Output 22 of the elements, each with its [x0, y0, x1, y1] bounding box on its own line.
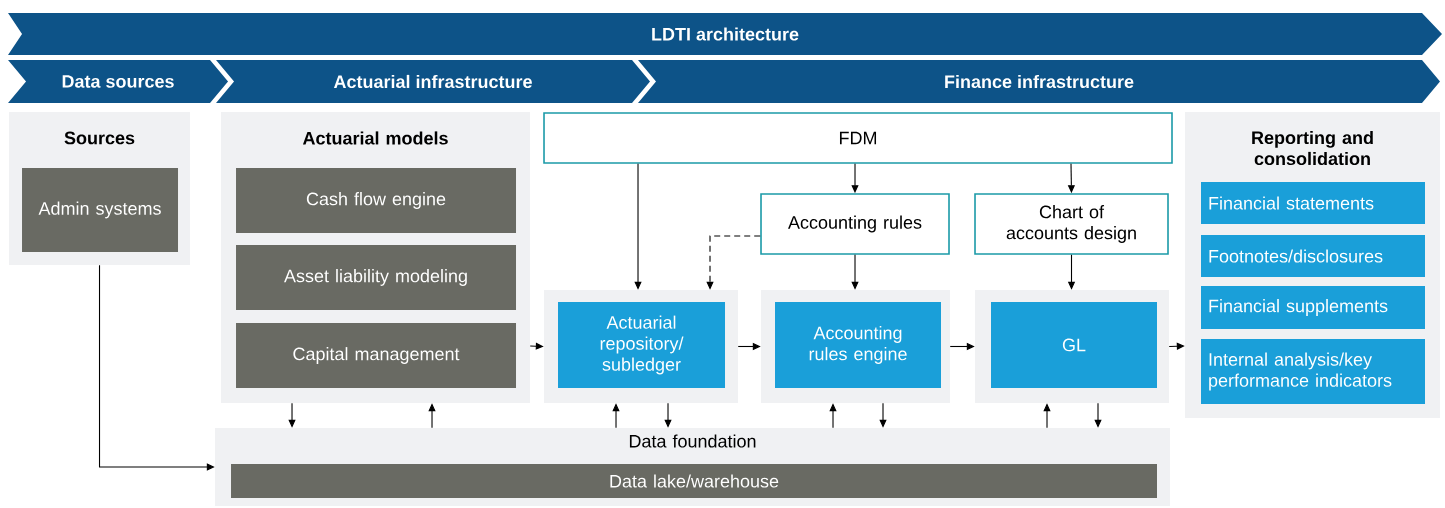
report-box: Financial statements: [1201, 182, 1425, 224]
node-label: Finance infrastructure: [945, 74, 1134, 89]
report-box: Internal analysis/key performance indicators: [1201, 339, 1425, 404]
component-box: Asset liability modeling: [236, 245, 516, 310]
component-box: Capital management: [236, 323, 516, 388]
component-box: Accounting rules engine: [775, 302, 941, 388]
component-box: Accounting rules: [760, 193, 950, 255]
node-label: Data sources: [62, 75, 174, 88]
component-box: Chart of accounts design: [974, 193, 1169, 255]
component-box: Admin systems: [22, 168, 178, 252]
report-box: Footnotes/disclosures: [1201, 235, 1425, 277]
component-box: Cash flow engine: [236, 168, 516, 233]
chevron-band: LDTI architecture: [8, 13, 1442, 55]
chevron-band: Actuarial infrastructure: [216, 60, 650, 103]
component-box: Data lake/warehouse: [231, 464, 1157, 498]
component-box: GL: [991, 302, 1157, 388]
report-box: Financial supplements: [1201, 286, 1425, 329]
chevron-band: Data sources: [8, 60, 228, 103]
component-box: FDM: [543, 112, 1173, 164]
component-box: Actuarial repository/ subledger: [558, 302, 725, 388]
node-label: Actuarial infrastructure: [333, 74, 532, 89]
chevron-band: Finance infrastructure: [638, 60, 1440, 103]
